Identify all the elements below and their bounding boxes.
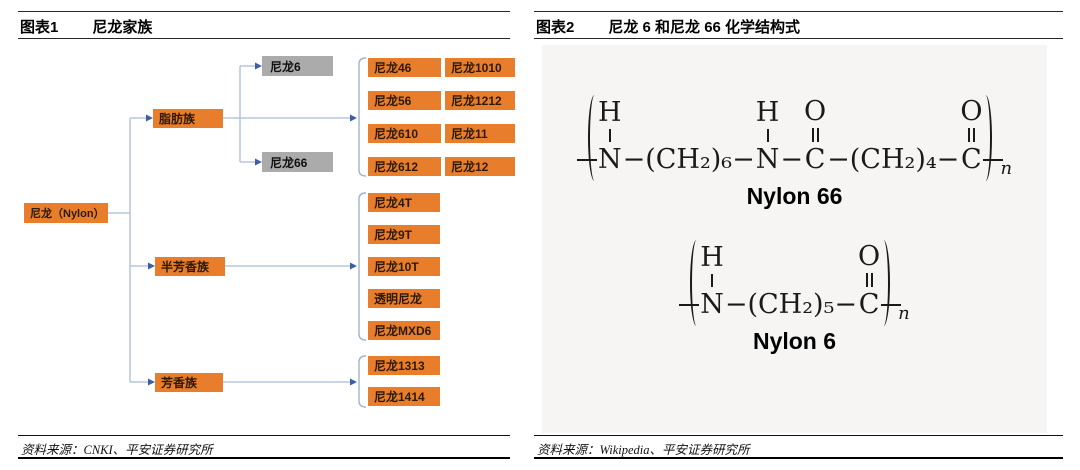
chemical-structures-image: H N −(CH₂)₆− H N − O C −(CH₂)₄− O C — [542, 45, 1047, 433]
figure1-tag: 图表1 — [20, 19, 59, 36]
figure1-title-row: 图表1 尼龙家族 — [20, 16, 152, 37]
tree-node: 尼龙1313 — [368, 356, 440, 375]
open-paren — [587, 95, 601, 181]
single-bond — [608, 129, 611, 142]
tree-node: 尼龙610 — [368, 124, 441, 143]
tree-node-nylon66: 尼龙66 — [262, 152, 333, 172]
tree-node: 尼龙56 — [368, 91, 441, 110]
close-paren — [877, 240, 891, 326]
bond-segment — [576, 158, 597, 161]
chain-segment: − — [780, 144, 803, 175]
tree-connectors — [108, 57, 367, 408]
nylon66-structure: H N −(CH₂)₆− H N − O C −(CH₂)₄− O C — [576, 95, 1012, 181]
atom-C: C — [804, 144, 826, 175]
open-paren — [690, 240, 703, 326]
chain-segment: −(CH₂)₄− — [827, 144, 960, 175]
nh-group: H N — [756, 99, 780, 173]
tree-node-nylon6: 尼龙6 — [262, 56, 333, 76]
atom-C: C — [858, 289, 880, 320]
tree-node: 尼龙11 — [445, 124, 515, 143]
single-bond — [766, 129, 769, 142]
tree-node: 尼龙1414 — [368, 387, 440, 406]
figure1-title-rule — [18, 38, 510, 39]
carbonyl-group: O C — [804, 98, 826, 173]
tree-node: 尼龙10T — [368, 257, 440, 276]
figure1-bottom-rule — [18, 457, 510, 459]
atom-O: O — [804, 96, 827, 127]
figure1-panel: 图表1 尼龙家族 — [18, 0, 515, 470]
atom-N: N — [597, 144, 622, 175]
chain-segment: −(CH₂)₆− — [622, 144, 755, 175]
atom-N: N — [700, 289, 724, 320]
bond-segment — [983, 158, 1004, 161]
double-bond — [967, 128, 975, 142]
tree-node: 尼龙4T — [368, 193, 440, 212]
atom-H: H — [755, 97, 780, 128]
figure2-title-rule — [534, 38, 1063, 39]
nylon66-label: Nylon 66 — [746, 183, 843, 209]
nylon6-structure: H N −(CH₂)₅− O C n — [679, 240, 910, 326]
figure2-title: 尼龙 6 和尼龙 66 化学结构式 — [608, 19, 801, 36]
nh-group: H N — [598, 99, 622, 173]
repeat-subscript: n — [1000, 158, 1013, 179]
tree-node: 尼龙MXD6 — [368, 321, 440, 340]
figure1-source: 资料来源：CNKI、平安证券研究所 — [21, 443, 213, 457]
figure1-source-rule — [18, 435, 510, 436]
single-bond — [711, 274, 714, 287]
atom-N: N — [755, 144, 780, 175]
close-paren — [979, 95, 993, 181]
atom-C: C — [961, 144, 982, 175]
atom-O: O — [960, 96, 983, 127]
tree-node: 尼龙1010 — [445, 58, 515, 77]
tree-node-aliphatic: 脂肪族 — [153, 109, 223, 128]
figure2-source: 资料来源：Wikipedia、平安证券研究所 — [537, 443, 750, 457]
atom-H: H — [597, 97, 622, 128]
tree-node: 尼龙1212 — [445, 91, 515, 110]
carbonyl-group: O C — [858, 243, 880, 318]
figure2-top-rule — [534, 11, 1063, 12]
figure2-title-row: 图表2 尼龙 6 和尼龙 66 化学结构式 — [536, 16, 800, 37]
figure2-tag: 图表2 — [536, 19, 575, 36]
bond-segment — [881, 303, 902, 306]
nylon-family-tree: 尼龙（Nylon） 脂肪族 半芳香族 芳香族 尼龙6 尼龙66 尼龙46 尼龙5… — [18, 0, 515, 470]
tree-node-semi-aromatic: 半芳香族 — [155, 257, 225, 276]
arrowhead-icons — [146, 62, 357, 386]
tree-node: 尼龙612 — [368, 157, 441, 176]
double-bond — [811, 128, 819, 142]
carbonyl-group: O C — [960, 98, 982, 173]
bond-segment — [679, 303, 700, 306]
repeat-subscript: n — [898, 303, 910, 324]
tree-node: 尼龙46 — [368, 58, 441, 77]
chain-segment: −(CH₂)₅− — [724, 289, 858, 320]
figure2-source-rule — [534, 435, 1063, 436]
tree-node-root: 尼龙（Nylon） — [24, 203, 108, 223]
figure2-panel: 图表2 尼龙 6 和尼龙 66 化学结构式 H N −(CH₂)₆− H N −… — [534, 0, 1063, 470]
tree-node-aromatic: 芳香族 — [155, 373, 223, 392]
atom-O: O — [858, 241, 881, 272]
tree-node: 尼龙12 — [445, 157, 515, 176]
atom-H: H — [700, 242, 724, 273]
figure2-bottom-rule — [534, 457, 1063, 459]
nylon6-label: Nylon 6 — [752, 328, 837, 354]
nh-group: H N — [700, 244, 724, 318]
figure1-top-rule — [18, 11, 510, 12]
double-bond — [865, 273, 873, 287]
tree-node: 透明尼龙 — [368, 289, 440, 308]
tree-node: 尼龙9T — [368, 225, 440, 244]
figure1-title: 尼龙家族 — [92, 19, 153, 36]
